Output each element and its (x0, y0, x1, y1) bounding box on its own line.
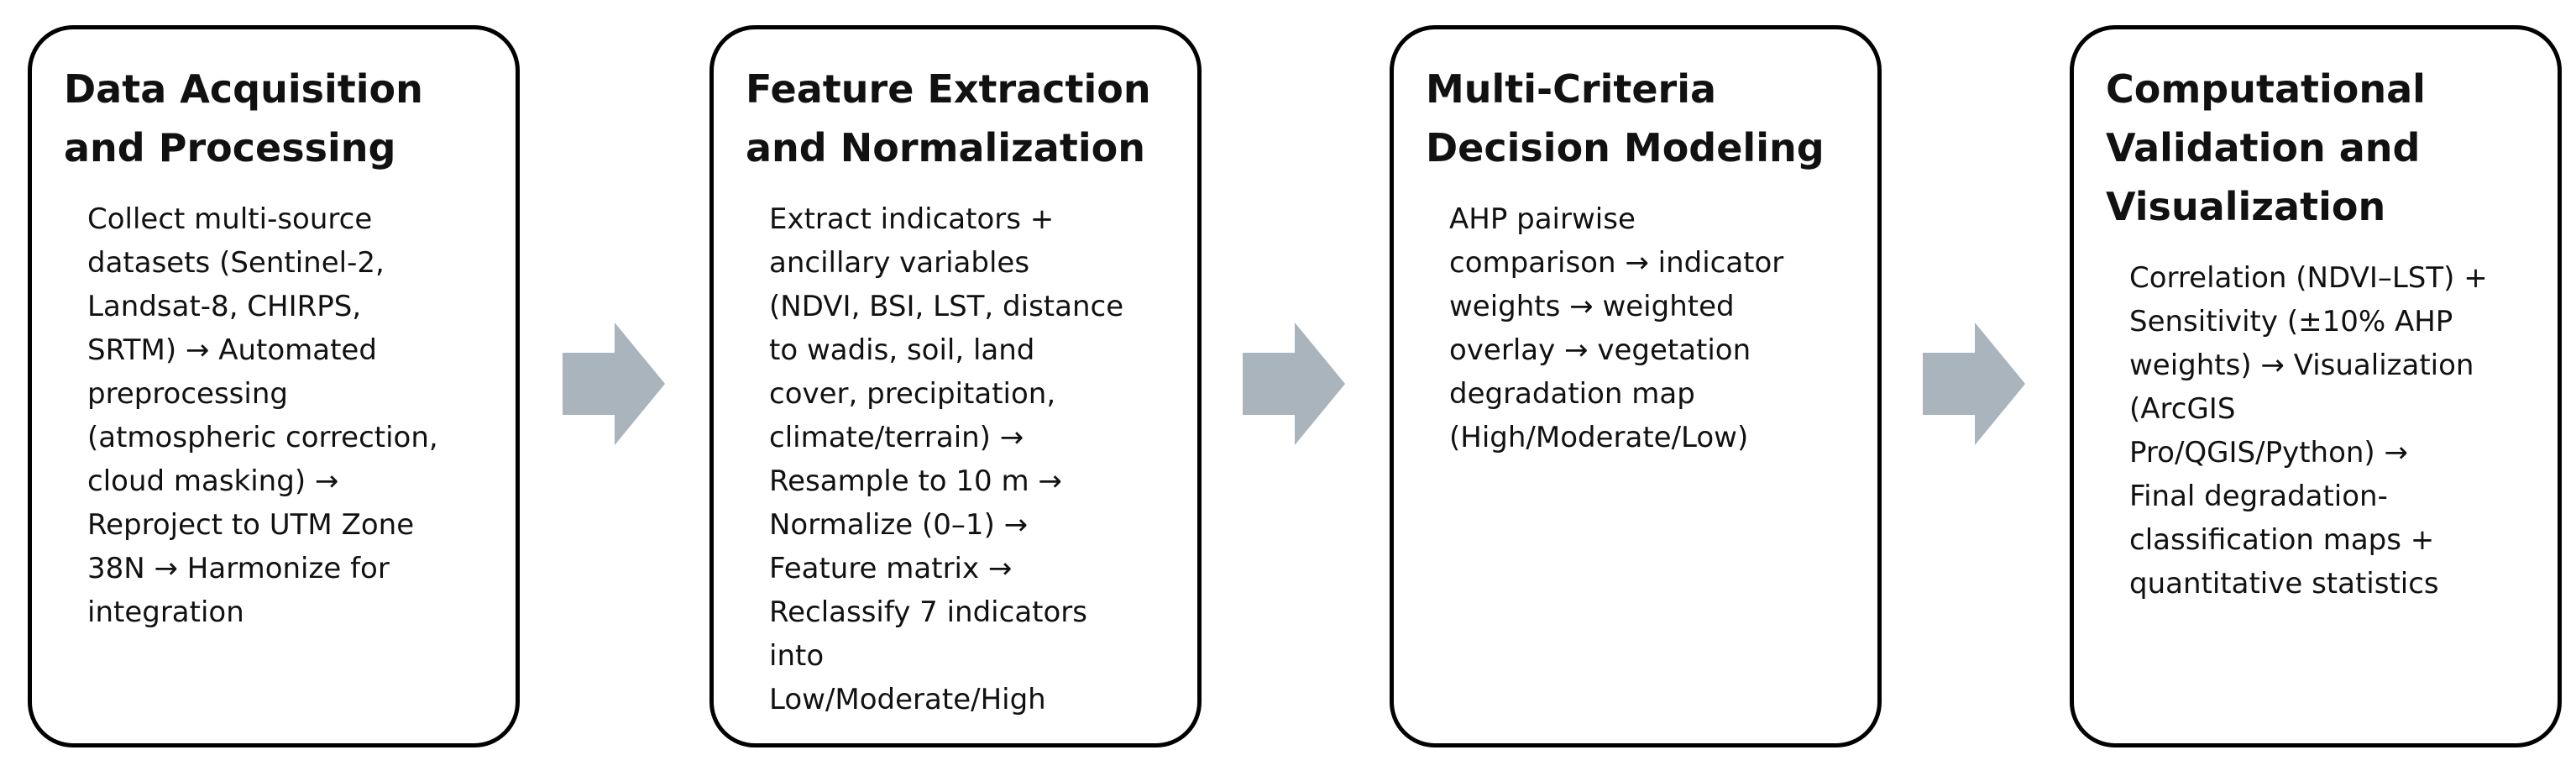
step-box-feature-extraction: Feature Extraction and Normalization Ext… (709, 25, 1202, 747)
step-description-line: (High/Moderate/Low) (1449, 421, 1749, 454)
step-description: Extract indicators + ancillary variables… (769, 197, 1172, 721)
step-description-line: Low/Moderate/High (769, 683, 1046, 716)
step-description-line: comparison → indicator (1449, 246, 1784, 280)
step-description-line: Collect multi-source (87, 202, 373, 236)
step-description-line: Extract indicators + (769, 202, 1055, 236)
step-box-data-acquisition: Data Acquisition and Processing Collect … (28, 25, 520, 747)
step-description-line: Normalize (0–1) → (769, 508, 1029, 542)
arrow-right-icon (563, 323, 665, 445)
step-description-line: Final degradation- (2129, 480, 2388, 513)
step-box-validation-visualization: Computational Validation and Visualizati… (2070, 25, 2562, 747)
step-title-line: Decision Modeling (1426, 125, 1825, 170)
step-title-line: Validation and (2106, 125, 2421, 170)
step-title-line: Feature Extraction (746, 66, 1151, 112)
step-description-line: cover, precipitation, (769, 377, 1056, 411)
step-description-line: weights → weighted (1449, 290, 1735, 323)
arrow-shape (1243, 323, 1345, 445)
step-description-line: classification maps + (2129, 523, 2435, 557)
step-title: Computational Validation and Visualizati… (2106, 60, 2542, 236)
step-description: AHP pairwise comparison → indicator weig… (1449, 197, 1852, 459)
step-description-line: Resample to 10 m → (769, 464, 1062, 498)
step-description-line: into (769, 639, 825, 673)
arrow-shape (563, 323, 665, 445)
arrow-right-icon (1243, 323, 1345, 445)
step-description: Collect multi-source datasets (Sentinel-… (87, 197, 490, 634)
step-description-line: integration (87, 595, 244, 629)
step-description-line: preprocessing (87, 377, 288, 411)
step-description-line: Landsat-8, CHIRPS, (87, 290, 362, 323)
arrow-right-icon (1923, 323, 2025, 445)
arrow-shape (1923, 323, 2025, 445)
step-box-multi-criteria-modeling: Multi-Criteria Decision Modeling AHP pai… (1390, 25, 1882, 747)
step-description-line: Sensitivity (±10% AHP (2129, 305, 2453, 338)
step-description-line: datasets (Sentinel-2, (87, 246, 385, 280)
step-title-line: Data Acquisition (64, 66, 423, 112)
step-description-line: (NDVI, BSI, LST, distance (769, 290, 1124, 323)
step-description-line: ancillary variables (769, 246, 1030, 280)
step-description-line: Reproject to UTM Zone (87, 508, 415, 542)
step-description-line: (atmospheric correction, (87, 421, 438, 454)
step-description-line: (ArcGIS (2129, 392, 2236, 426)
step-description-line: quantitative statistics (2129, 567, 2439, 601)
step-title: Multi-Criteria Decision Modeling (1426, 60, 1862, 177)
step-description-line: overlay → vegetation (1449, 333, 1751, 367)
step-title-line: Multi-Criteria (1426, 66, 1717, 112)
step-description-line: to wadis, soil, land (769, 333, 1035, 367)
step-description-line: weights) → Visualization (2129, 349, 2474, 382)
step-title-line: Visualization (2106, 184, 2386, 229)
step-description-line: Correlation (NDVI–LST) + (2129, 261, 2488, 295)
step-description: Correlation (NDVI–LST) + Sensitivity (±1… (2129, 256, 2532, 606)
step-description-line: Feature matrix → (769, 552, 1013, 585)
step-description-line: AHP pairwise (1449, 202, 1636, 236)
step-description-line: 38N → Harmonize for (87, 552, 390, 585)
step-description-line: cloud masking) → (87, 464, 339, 498)
step-title-line: and Normalization (746, 125, 1145, 170)
step-description-line: Reclassify 7 indicators (769, 595, 1087, 629)
step-title-line: Computational (2106, 66, 2426, 112)
step-description-line: climate/terrain) → (769, 421, 1024, 454)
step-title-line: and Processing (64, 125, 396, 170)
step-description-line: SRTM) → Automated (87, 333, 377, 367)
step-title: Data Acquisition and Processing (64, 60, 500, 177)
step-description-line: Pro/QGIS/Python) → (2129, 436, 2408, 469)
step-title: Feature Extraction and Normalization (746, 60, 1182, 177)
step-description-line: degradation map (1449, 377, 1695, 411)
